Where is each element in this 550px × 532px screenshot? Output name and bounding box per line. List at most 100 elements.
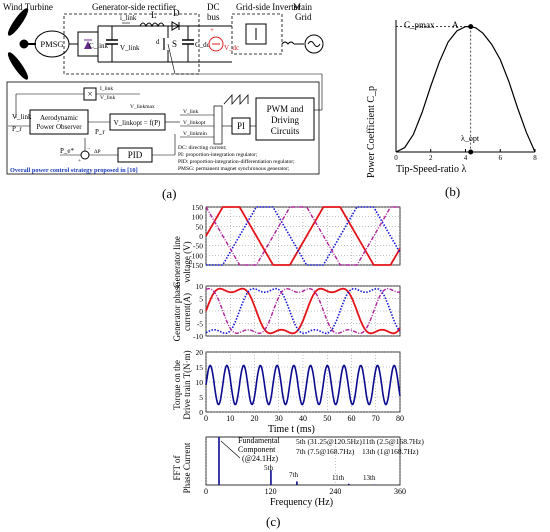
switch-d-label: d: [156, 38, 160, 46]
volt-ylabel-1: Generator line: [172, 236, 182, 288]
wind-turbine-label: Wind Turbine: [3, 2, 53, 12]
curr-series-1: [205, 287, 401, 335]
pi-label: PI: [237, 121, 245, 131]
inverter-label: Grid-side Inverter: [236, 2, 301, 12]
grid-inductor: [281, 41, 295, 45]
cp-x-tick-label: 8: [533, 154, 537, 162]
diode-label: D: [173, 8, 180, 18]
pwm-line-2: Driving: [271, 115, 299, 125]
dc-bus-label-1: DC: [207, 2, 220, 12]
volt-y-tick-label: 50: [196, 222, 204, 231]
volt-series-2: [205, 206, 400, 266]
summing-node: [80, 150, 90, 160]
harm-text-11: 11th (2.5@168.7Hz): [362, 437, 424, 446]
v-link-label: V_link: [120, 44, 140, 52]
harm-text-5: 5th (31.25@120.5Hz): [296, 437, 362, 446]
curr-ylabel-1: Generator phase: [172, 283, 182, 342]
main-grid-icon: [304, 34, 324, 54]
torque-x-tick-label: 50: [323, 414, 331, 423]
fund-line-3: (@24.1Hz): [242, 454, 278, 463]
volt-y-tick-label: -100: [189, 251, 203, 260]
rectifier-label: Generator-side rectifier: [92, 2, 176, 12]
h5-label: 5th: [264, 464, 273, 472]
harm-text-7: 7th (7.5@168.7Hz): [296, 447, 355, 456]
h7-label: 7th: [289, 471, 298, 479]
pr-in-label: P_r: [12, 125, 22, 133]
lambda-opt-label: λ_opt: [461, 134, 480, 143]
cp-x-tick-label: 4: [464, 154, 468, 162]
freq-xlabel: Frequency (Hz): [270, 497, 333, 508]
panel-a: Wind Turbine PMSG Generator-side rectifi…: [3, 2, 324, 201]
volt-y-tick-label: 150: [192, 203, 204, 212]
curr-y-tick-label: -10: [193, 332, 203, 341]
torque-x-tick-label: 70: [372, 414, 380, 423]
torque-x-tick-label: 10: [226, 414, 234, 423]
sum-plus: +: [78, 158, 81, 164]
legend-line-1: DC: directing current;: [178, 145, 227, 151]
time-xlabel: Time t (ms): [268, 424, 315, 435]
v-linkopt-function-label: V_linkopt = f(P): [114, 119, 161, 127]
pr-out-label: P_r: [95, 128, 105, 136]
legend-line-3: PID: proportion-integration-differentiat…: [178, 158, 295, 165]
curr-y-tick-label: 0: [199, 307, 203, 316]
inverter-box: [231, 13, 283, 55]
limiter-block: [213, 105, 223, 145]
volt-y-tick-label: 0: [199, 232, 203, 241]
v-link-in-label: V_link: [12, 113, 32, 121]
inverter-symbol: [245, 23, 267, 45]
torque-y-tick-label: 10: [196, 378, 204, 387]
fft-ylabel-1: FFT of: [172, 455, 182, 480]
volt-y-tick-label: 100: [192, 213, 204, 222]
volt-series-0: [205, 206, 401, 266]
pwm-line-3: Circuits: [271, 126, 300, 136]
fft-x-tick-label: 240: [329, 487, 341, 496]
pid-label: PID: [128, 150, 143, 160]
torque-y-tick-label: 5: [199, 393, 203, 402]
torque-y-tick-label: 20: [196, 348, 204, 357]
fund-pointer: [220, 440, 241, 459]
wind-turbine-icon: [7, 8, 36, 80]
switch-label: S: [172, 39, 177, 49]
torque-x-tick-label: 60: [348, 414, 356, 423]
h11-label: 11th: [332, 474, 345, 482]
pwm-line-1: PWM and: [267, 104, 304, 114]
torque-ylabel-2: Drive train T(N·m): [182, 350, 192, 419]
fft-ylabel-2: Phase Current: [182, 442, 192, 493]
curr-y-tick-label: -5: [197, 320, 203, 329]
delta-p-label: ΔP: [94, 149, 101, 155]
rectifier-box: [63, 13, 200, 75]
legend-line-2: PI: proportion-integration regulator;: [178, 152, 258, 158]
torque-series-0: [205, 364, 401, 406]
pmsg-label: PMSG: [40, 39, 63, 49]
volt-y-tick-label: -150: [189, 261, 203, 270]
fft-x-tick-label: 120: [265, 487, 277, 496]
caption-c: (c): [266, 514, 280, 529]
cpmax-label: C_pmax: [404, 20, 435, 30]
c-link-label: C_link: [89, 42, 109, 50]
main-grid-label-2: Grid: [295, 12, 312, 22]
torque-x-tick-label: 30: [275, 414, 283, 423]
v-linkmax-label: V_linkmax: [130, 104, 155, 110]
curr-series-2: [205, 288, 400, 334]
curr-ylabel-2: current(A): [182, 293, 192, 331]
curr-y-tick-label: 5: [199, 295, 203, 304]
v-linkopt-right-label: V_linkopt: [183, 120, 206, 126]
sawtooth-carrier-icon: [223, 93, 249, 106]
point-a-label: A: [452, 20, 459, 30]
volt-y-tick-label: -50: [193, 242, 203, 251]
curr-y-tick-label: 10: [196, 282, 204, 291]
inductor-l: [139, 22, 165, 28]
diode-bridge: [77, 31, 99, 57]
volt-series-1: [206, 206, 401, 266]
v-dc-label: V_dc: [224, 44, 239, 52]
fund-line-2: Component: [238, 445, 276, 454]
control-strategy-box: [6, 81, 320, 175]
cp-ylabel: Power Coefficient C_p: [366, 86, 377, 178]
fund-line-1: Fundamental: [238, 436, 281, 445]
